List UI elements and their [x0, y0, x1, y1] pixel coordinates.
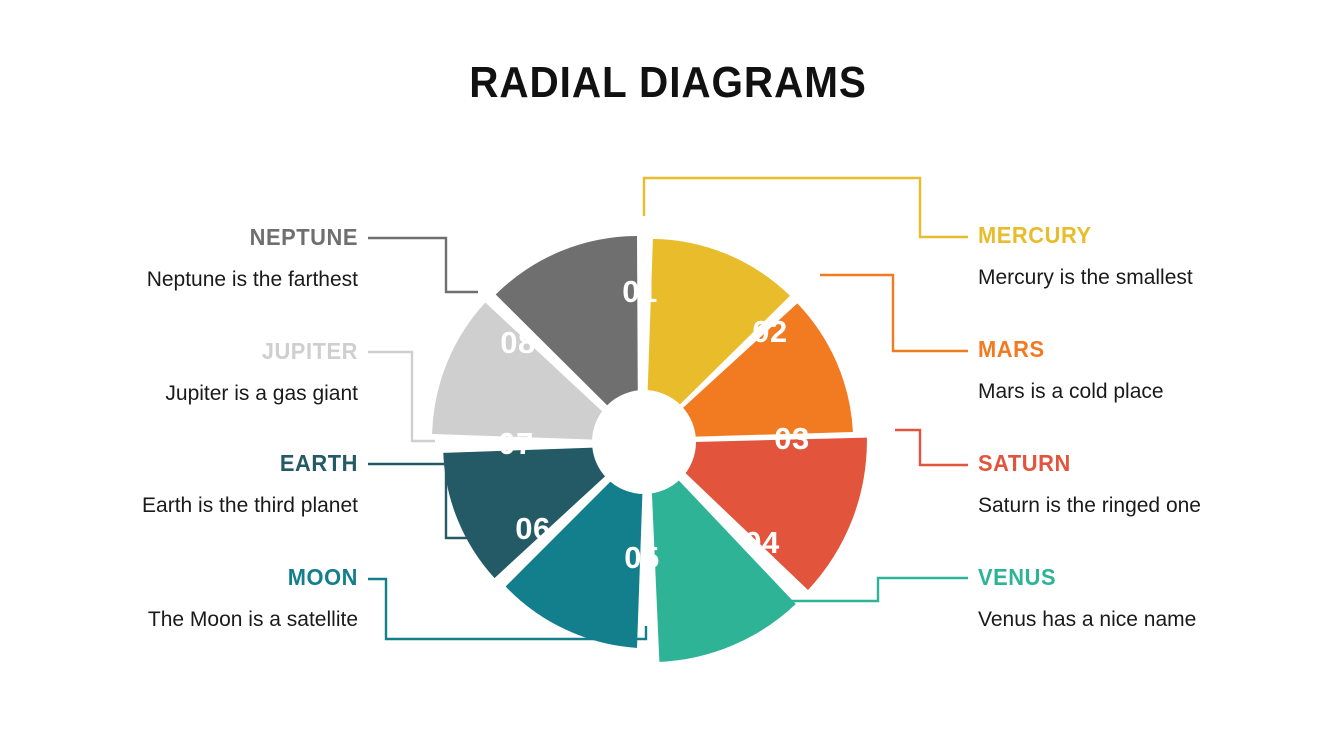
slice-03-saturn[interactable]	[654, 437, 867, 590]
slice-08-neptune[interactable]	[495, 236, 638, 436]
callout-title-saturn: SATURN	[978, 450, 1071, 476]
slice-01-mercury[interactable]	[646, 238, 790, 438]
slice-number-08: 08	[500, 325, 535, 360]
callout-desc-mercury: Mercury is the smallest	[978, 266, 1193, 289]
callout-title-jupiter: JUPITER	[261, 338, 358, 364]
callout-mars[interactable]: MARS Mars is a cold place	[978, 336, 1164, 403]
connector-neptune	[368, 236, 478, 294]
callout-title-moon: MOON	[287, 564, 358, 590]
callout-title-venus: VENUS	[978, 564, 1057, 590]
slice-number-01: 01	[622, 274, 657, 309]
slice-numbers: 01 02 03 04 05 06 07 08	[498, 274, 809, 575]
connector-mars	[820, 273, 968, 353]
slice-number-02: 02	[752, 314, 787, 349]
connector-venus	[790, 576, 968, 603]
callout-jupiter[interactable]: JUPITER Jupiter is a gas giant	[0, 338, 358, 405]
callout-saturn[interactable]: SATURN Saturn is the ringed one	[978, 450, 1201, 517]
slice-07-jupiter[interactable]	[432, 302, 634, 442]
callout-mercury[interactable]: MERCURY Mercury is the smallest	[978, 222, 1193, 289]
callout-title-mercury: MERCURY	[978, 222, 1092, 248]
slice-number-07: 07	[498, 426, 533, 461]
callout-venus[interactable]: VENUS Venus has a nice name	[978, 564, 1197, 631]
callout-earth[interactable]: EARTH Earth is the third planet	[0, 450, 358, 517]
page-title: RADIAL DIAGRAMS	[469, 58, 867, 107]
connector-mercury	[642, 176, 968, 239]
pie-slices	[432, 236, 867, 662]
callout-title-mars: MARS	[978, 336, 1045, 362]
connector-moon	[368, 577, 648, 641]
callout-neptune[interactable]: NEPTUNE Neptune is the farthest	[0, 224, 358, 291]
connector-jupiter	[368, 350, 435, 443]
center-hole	[592, 390, 696, 494]
slice-06-earth[interactable]	[443, 446, 638, 579]
callout-moon[interactable]: MOON The Moon is a satellite	[0, 564, 358, 631]
callout-desc-moon: The Moon is a satellite	[147, 608, 358, 631]
callout-title-earth: EARTH	[279, 450, 358, 476]
callout-desc-neptune: Neptune is the farthest	[146, 268, 358, 291]
callout-desc-saturn: Saturn is the ringed one	[978, 494, 1201, 517]
callout-desc-jupiter: Jupiter is a gas giant	[165, 382, 358, 405]
slice-number-04: 04	[744, 525, 780, 560]
slice-number-03: 03	[774, 421, 809, 456]
callout-desc-earth: Earth is the third planet	[142, 494, 358, 517]
slice-04-venus[interactable]	[650, 450, 796, 662]
callout-desc-venus: Venus has a nice name	[978, 608, 1197, 631]
slice-number-05: 05	[624, 540, 659, 575]
slice-02-mars[interactable]	[650, 303, 853, 438]
callout-title-neptune: NEPTUNE	[249, 224, 358, 250]
connector-earth	[368, 462, 468, 540]
slice-05-moon[interactable]	[505, 448, 644, 648]
connector-saturn	[895, 428, 968, 467]
callout-desc-mars: Mars is a cold place	[978, 380, 1164, 403]
slice-number-06: 06	[515, 511, 550, 546]
connector-lines	[368, 176, 968, 641]
